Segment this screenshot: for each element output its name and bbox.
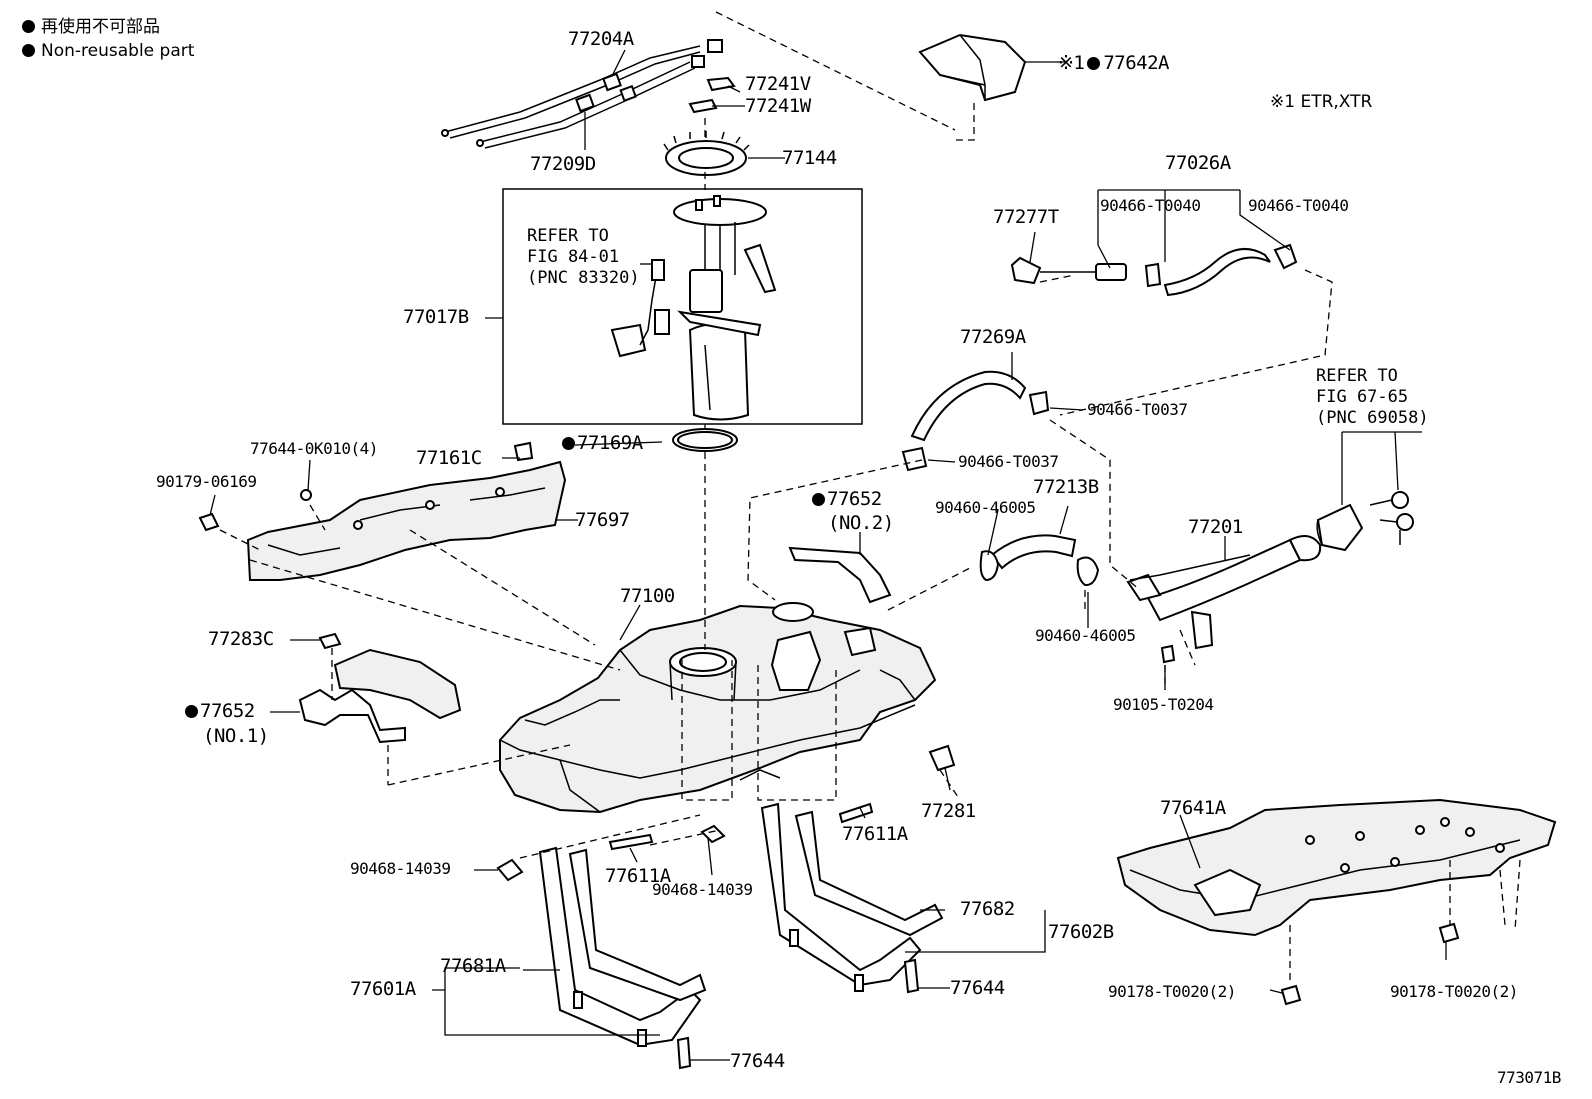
clip-77241w [688, 98, 718, 114]
part-label[interactable]: 77241V [745, 73, 811, 95]
part-label[interactable]: 77201 [1188, 516, 1243, 538]
part-label[interactable]: 77213B [1033, 476, 1099, 498]
protector-no1 [333, 648, 462, 720]
part-label[interactable]: 77144 [782, 147, 837, 169]
part-label[interactable]: 90105-T0204 [1113, 695, 1214, 714]
part-label[interactable]: 77281 [921, 800, 976, 822]
part-label[interactable]: 90179-06169 [156, 472, 257, 491]
part-label-non-reusable[interactable]: 77169A [562, 432, 643, 454]
hose-77213b [990, 534, 1077, 570]
hose-77269a [910, 370, 1027, 442]
clamp-90460-46005a [979, 550, 1000, 582]
part-label[interactable]: 90468-14039 [350, 859, 451, 878]
part-label[interactable]: 77644-0K010(4) [250, 439, 378, 458]
clip-77241v [706, 76, 736, 92]
part-label[interactable]: 77026A [1165, 152, 1231, 174]
protector-cover [918, 33, 1027, 102]
nut-90178-t0020b [1438, 922, 1460, 944]
part-label[interactable]: 90466-T0037 [1087, 400, 1188, 419]
non-reusable-dot-icon [1087, 57, 1101, 70]
clip-77283c [318, 632, 342, 650]
bolt-77611a-a [608, 833, 654, 851]
nut-77644-0k010 [300, 489, 312, 501]
part-label[interactable]: 77602B [1048, 921, 1114, 943]
clamp-90460-46005b [1076, 556, 1100, 587]
clamp-90466-t0037b [901, 446, 928, 472]
diagram-id: 773071B [1497, 1068, 1561, 1087]
part-sublabel: (NO.1) [203, 725, 269, 747]
clip-77161c [513, 441, 534, 462]
part-label[interactable]: 77017B [403, 306, 469, 328]
reference-note-fig67[interactable]: REFER TO FIG 67-65 (PNC 69058) [1316, 366, 1429, 428]
non-reusable-dot-icon [22, 44, 35, 57]
clamp-90466-t0037a [1028, 390, 1050, 416]
fuel-tank [499, 602, 937, 814]
part-label[interactable]: 77681A [440, 955, 506, 977]
non-reusable-dot-icon [22, 20, 35, 33]
part-label[interactable]: 77644 [730, 1050, 785, 1072]
bolt-77644b [676, 1036, 692, 1070]
part-label[interactable]: 77682 [960, 898, 1015, 920]
part-label[interactable]: 90460-46005 [1035, 626, 1136, 645]
leader-lines [209, 49, 1447, 1061]
part-label[interactable]: 77641A [1160, 797, 1226, 819]
part-label[interactable]: 77277T [993, 206, 1059, 228]
part-label[interactable]: 77611A [842, 823, 908, 845]
legend-jp: 再使用不可部品 [22, 16, 160, 38]
part-label[interactable]: 77161C [416, 447, 482, 469]
part-label[interactable]: 77697 [575, 509, 630, 531]
part-label[interactable]: 77611A [605, 865, 671, 887]
vapor-hose-set [1010, 243, 1298, 297]
clip-90468-14039a [496, 858, 524, 882]
reference-note-fig84[interactable]: REFER TO FIG 84-01 (PNC 83320) [527, 226, 640, 288]
part-sublabel: (NO.2) [828, 512, 894, 534]
assembly-lines [219, 11, 1521, 985]
non-reusable-dot-icon [562, 437, 575, 450]
part-label[interactable]: 77644 [950, 977, 1005, 999]
part-label[interactable]: 90466-T0040 [1248, 196, 1349, 215]
part-label[interactable]: 90466-T0037 [958, 452, 1059, 471]
bolt-77611a-b [838, 802, 874, 824]
legend-en: Non-reusable part [22, 40, 194, 62]
bracket-77652-no1 [298, 688, 406, 744]
filler-pipe [1126, 535, 1322, 650]
clamp-77281 [928, 744, 956, 772]
fuel-cap [1316, 491, 1414, 552]
variant-note: ※1 ETR,XTR [1270, 92, 1373, 112]
strap-77601a [538, 846, 707, 1047]
part-label[interactable]: 77601A [350, 978, 416, 1000]
part-label[interactable]: 90178-T0020(2) [1390, 982, 1518, 1001]
non-reusable-dot-icon [812, 493, 825, 506]
fuel-lines-top [441, 39, 723, 149]
non-reusable-dot-icon [185, 705, 198, 718]
tank-protector [1116, 798, 1557, 937]
part-label[interactable]: 77209D [530, 153, 596, 175]
retainer-ring [663, 131, 750, 176]
part-label-non-reusable[interactable]: 77652 [185, 700, 255, 722]
part-label[interactable]: 77241W [745, 95, 811, 117]
part-label[interactable]: 90178-T0020(2) [1108, 982, 1236, 1001]
clip-90468-14039b [700, 824, 726, 844]
part-label[interactable]: 77204A [568, 28, 634, 50]
part-label-non-reusable[interactable]: 77652 [812, 488, 882, 510]
part-label[interactable]: 90468-14039 [652, 880, 753, 899]
pump-assembly-box [502, 188, 863, 425]
bolt-90105-t0204 [1160, 644, 1176, 664]
fuel-pump-module [610, 195, 777, 421]
part-label[interactable]: 77269A [960, 326, 1026, 348]
bolt-77644a [903, 958, 920, 994]
nut-90179-06169 [198, 512, 220, 532]
nut-90178-t0020a [1280, 984, 1302, 1006]
part-label[interactable]: 90460-46005 [935, 498, 1036, 517]
part-label[interactable]: 77283C [208, 628, 274, 650]
strap-77602b [760, 802, 944, 992]
insulator-77697 [246, 460, 567, 581]
part-label[interactable]: 90466-T0040 [1100, 196, 1201, 215]
protector-no2 [788, 546, 892, 604]
part-label[interactable]: 77100 [620, 585, 675, 607]
